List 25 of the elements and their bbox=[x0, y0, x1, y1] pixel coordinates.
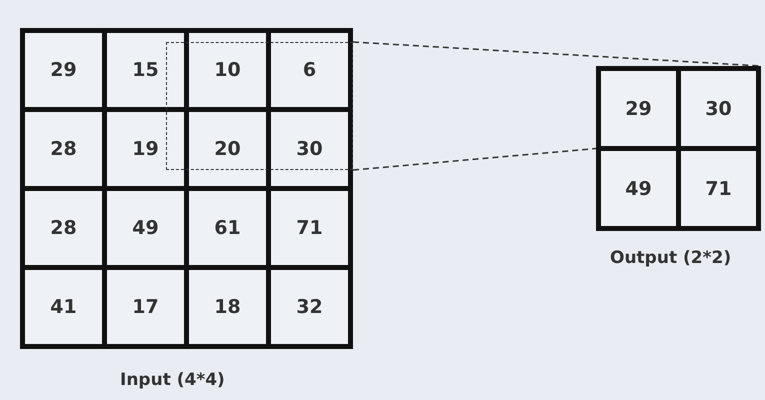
number-cell: 61 bbox=[189, 191, 266, 265]
grid-caption: Input (4*4) bbox=[120, 370, 225, 390]
number-cell: 71 bbox=[271, 191, 348, 265]
number-cell: 41 bbox=[25, 270, 102, 344]
number-cell: 29 bbox=[601, 71, 676, 146]
number-cell: 15 bbox=[107, 33, 184, 107]
number-cell: 17 bbox=[107, 270, 184, 344]
number-cell: 30 bbox=[271, 112, 348, 186]
dashed-line bbox=[352, 41, 762, 67]
number-cell: 71 bbox=[681, 151, 756, 226]
dashed-window bbox=[166, 42, 353, 170]
number-cell: 49 bbox=[107, 191, 184, 265]
number-cell: 10 bbox=[189, 33, 266, 107]
number-cell: 32 bbox=[271, 270, 348, 344]
number-cell: 20 bbox=[189, 112, 266, 186]
number-cell: 28 bbox=[25, 191, 102, 265]
number-cell: 29 bbox=[25, 33, 102, 107]
number-cell: 49 bbox=[601, 151, 676, 226]
number-cell: 28 bbox=[25, 112, 102, 186]
grid-caption: Output (2*2) bbox=[610, 248, 732, 268]
number-cell: 19 bbox=[107, 112, 184, 186]
number-cell: 30 bbox=[681, 71, 756, 146]
number-cell: 18 bbox=[189, 270, 266, 344]
dashed-line bbox=[352, 148, 596, 171]
number-cell: 6 bbox=[271, 33, 348, 107]
